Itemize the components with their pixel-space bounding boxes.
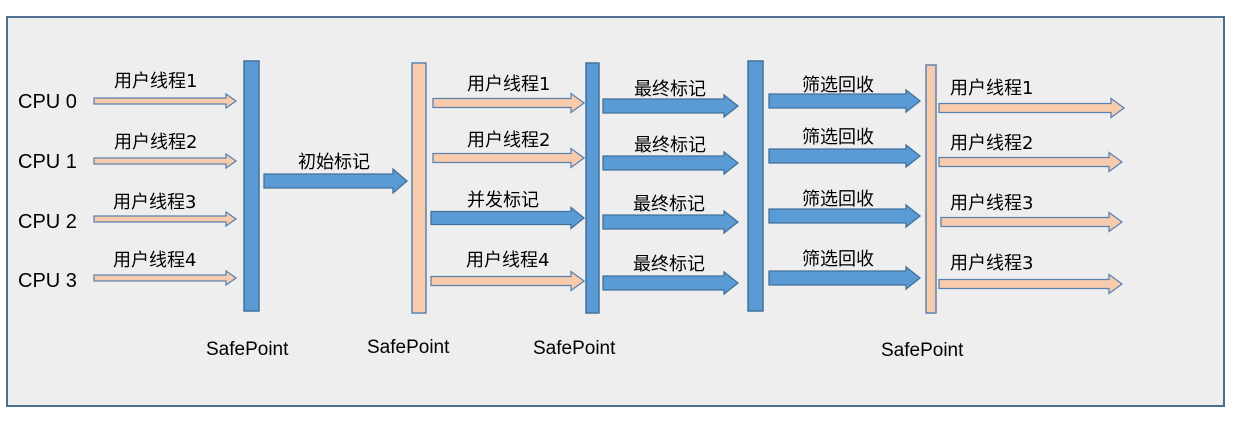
phase3-label-0: 用户线程1 <box>467 74 550 95</box>
phase1-label-1: 用户线程2 <box>114 132 197 153</box>
phase3-label-3: 用户线程4 <box>466 250 549 271</box>
cpu-label-0: CPU 0 <box>18 91 77 113</box>
phase6-label-0: 用户线程1 <box>950 78 1033 99</box>
phase4-label-3: 最终标记 <box>633 254 705 275</box>
phase6-arrow-3 <box>938 273 1124 295</box>
phase1-label-3: 用户线程4 <box>113 250 196 271</box>
phase6-label-3: 用户线程3 <box>950 253 1033 274</box>
phase1-arrow-2 <box>93 210 238 228</box>
phase1-arrow-0 <box>93 92 238 110</box>
phase5-label-2: 筛选回收 <box>802 189 874 210</box>
phase5-label-0: 筛选回收 <box>802 75 874 96</box>
cpu-label-3: CPU 3 <box>18 270 77 292</box>
phase1-label-2: 用户线程3 <box>113 192 196 213</box>
phase4-arrow-1 <box>602 150 740 176</box>
phase5-label-1: 筛选回收 <box>802 127 874 148</box>
phase1-label-0: 用户线程1 <box>114 71 197 92</box>
phase3-arrow-1 <box>432 147 586 169</box>
phase6-arrow-0 <box>938 97 1126 119</box>
phase5-arrow-2 <box>768 203 922 229</box>
phase5-arrow-1 <box>768 143 922 169</box>
safepoint-bar-3 <box>747 60 764 312</box>
phase4-label-0: 最终标记 <box>634 79 706 100</box>
phase4-label-2: 最终标记 <box>633 194 705 215</box>
phase1-arrow-1 <box>93 152 238 170</box>
phase5-arrow-3 <box>768 265 922 291</box>
phase6-label-1: 用户线程2 <box>950 133 1033 154</box>
safepoint-label-1: SafePoint <box>367 337 450 358</box>
resume-bar <box>925 64 937 314</box>
phase3-label-1: 用户线程2 <box>467 130 550 151</box>
phase6-label-2: 用户线程3 <box>950 193 1033 214</box>
initial-mark-arrow <box>263 167 408 195</box>
phase1-arrow-3 <box>93 269 238 287</box>
diagram-frame <box>6 16 1225 407</box>
safepoint-bar-2 <box>585 62 600 314</box>
safepoint-label-3: SafePoint <box>881 340 964 361</box>
phase4-arrow-3 <box>602 270 740 296</box>
concurrent-start-bar <box>411 62 427 314</box>
phase6-arrow-1 <box>938 151 1124 173</box>
safepoint-bar-1 <box>243 60 260 312</box>
phase4-arrow-0 <box>602 93 740 119</box>
phase5-arrow-0 <box>768 88 922 114</box>
phase3-arrow-0 <box>432 92 586 114</box>
phase3-arrow-2 <box>430 206 586 230</box>
phase4-label-1: 最终标记 <box>634 135 706 156</box>
phase3-label-2: 并发标记 <box>467 190 539 211</box>
cpu-label-1: CPU 1 <box>18 151 77 173</box>
phase3-arrow-3 <box>430 270 586 292</box>
phase5-label-3: 筛选回收 <box>802 249 874 270</box>
safepoint-label-2: SafePoint <box>533 338 616 359</box>
phase4-arrow-2 <box>602 209 740 235</box>
initial-mark-label: 初始标记 <box>298 152 370 173</box>
safepoint-label-0: SafePoint <box>206 339 289 360</box>
cpu-label-2: CPU 2 <box>18 211 77 233</box>
phase6-arrow-2 <box>940 211 1124 233</box>
